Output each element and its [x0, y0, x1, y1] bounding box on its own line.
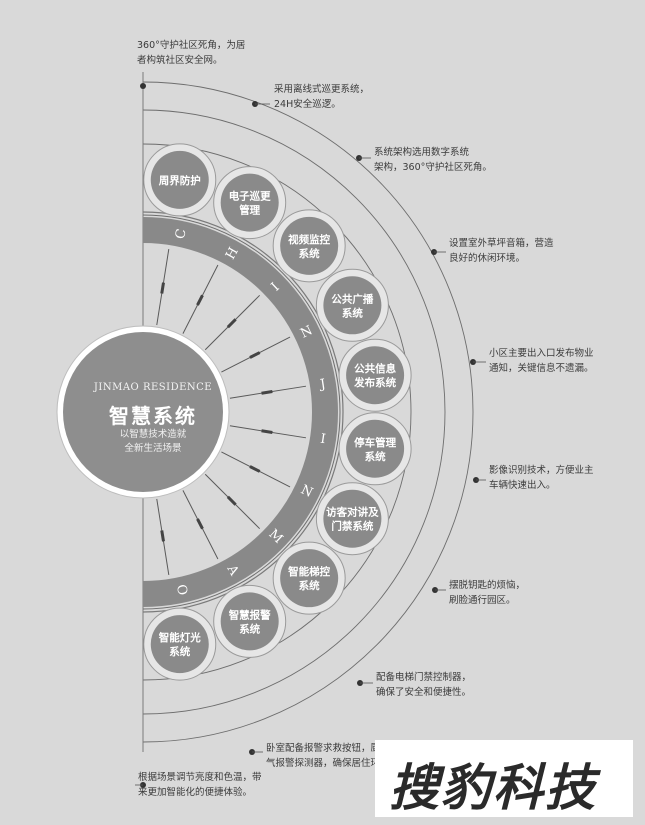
spoke-marker [160, 282, 165, 294]
leader-lines [135, 83, 486, 788]
system-node-label: 系统 [239, 622, 260, 635]
center-circle [56, 325, 230, 499]
system-node-label: 电子巡更 [229, 190, 271, 203]
desc-line: 采用离线式巡更系统， [274, 84, 370, 95]
desc-line: 摆脱钥匙的烦恼， [449, 580, 526, 591]
spoke-marker [261, 390, 273, 395]
system-node-label: 公共信息 [354, 362, 396, 375]
watermark-logo: 搜豹科技 [375, 740, 633, 817]
desc-line: 系统架构选用数字系统 [374, 147, 470, 158]
center-subtitle: JINMAO RESIDENCE [93, 382, 213, 393]
center-desc-line: 全新生活场景 [124, 443, 182, 454]
desc-line: 刷脸通行园区。 [449, 595, 516, 606]
system-node-disc [150, 615, 209, 674]
system-node-label: 视频监控 [288, 233, 330, 246]
system-node-disc [220, 173, 279, 232]
desc-line: 气报警探测器，确保居住环 [266, 758, 381, 769]
system-node-label: 系统 [299, 579, 320, 592]
desc-broadcast: 设置室外草坪音箱，营造 良好的休闲环境。 [449, 236, 554, 266]
desc-line: 架构，360°守护社区死角。 [374, 162, 492, 173]
spoke-marker [226, 495, 237, 506]
system-node-label: 系统 [365, 450, 386, 463]
desc-line: 车辆快速出入。 [489, 480, 556, 491]
desc-parking: 影像识别技术，方便业主 车辆快速出入。 [489, 463, 594, 493]
system-node-label: 管理 [239, 204, 260, 217]
spoke-marker [160, 530, 165, 542]
watermark-text: 搜豹科技 [389, 759, 597, 817]
center-desc-line: 以智慧技术造就 [119, 429, 187, 440]
system-node-label: 访客对讲及 [326, 506, 379, 519]
desc-line: 小区主要出入口发布物业 [489, 348, 594, 359]
desc-alarm: 卧室配备报警求救按钮，厨 气报警探测器，确保居住环 [266, 741, 380, 771]
center-title: 智慧系统 [109, 404, 197, 428]
desc-line: 来更加智能化的便捷体验。 [138, 787, 253, 798]
system-node-disc [346, 346, 405, 405]
desc-info: 小区主要出入口发布物业 通知，关键信息不遗漏。 [489, 346, 594, 376]
desc-line: 者构筑社区安全网。 [137, 55, 223, 66]
spoke-marker [261, 429, 273, 434]
spoke-marker [249, 351, 261, 359]
system-node-label: 智能梯控 [287, 565, 330, 578]
desc-line: 影像识别技术，方便业主 [489, 465, 594, 476]
outer-arc [142, 81, 474, 743]
desc-line: 360°守护社区死角，为居 [137, 40, 246, 51]
desc-line: 通知，关键信息不遗漏。 [489, 363, 594, 374]
desc-line: 设置室外草坪音箱，营造 [449, 238, 554, 249]
system-node-label: 智慧报警 [228, 608, 271, 621]
spoke-marker [196, 518, 204, 530]
system-node-label: 门禁系统 [331, 520, 373, 533]
system-node-label: 智能灯光 [158, 631, 201, 644]
ring-letter: I [319, 432, 326, 448]
spokes [156, 147, 408, 677]
center-label: JINMAO RESIDENCE 智慧系统 以智慧技术造就 全新生活场景 [68, 356, 238, 486]
system-node-disc [323, 276, 382, 335]
spoke-marker [196, 294, 204, 306]
desc-lighting: 根据场景调节亮度和色温，带 来更加智能化的便捷体验。 [138, 770, 262, 800]
desc-access: 摆脱钥匙的烦恼， 刷脸通行园区。 [449, 578, 525, 608]
desc-line: 24H安全巡逻。 [274, 99, 341, 110]
ring-letter: J [317, 377, 326, 393]
desc-line: 良好的休闲环境。 [449, 253, 526, 264]
system-node-label: 停车管理 [354, 436, 396, 449]
system-node-disc [220, 592, 279, 651]
ring-outer-edge [142, 214, 341, 610]
desc-line: 根据场景调节亮度和色温，带 [138, 772, 262, 783]
system-node-disc [280, 216, 339, 275]
system-node-label: 系统 [169, 645, 190, 658]
desc-patrol: 采用离线式巡更系统， 24H安全巡逻。 [274, 82, 369, 112]
system-node-disc [150, 150, 209, 209]
system-node-label: 周界防护 [159, 174, 201, 187]
system-node-label: 公共广播 [331, 292, 373, 305]
center-description: 以智慧技术造就 全新生活场景 [68, 428, 238, 456]
desc-line: 确保了安全和便捷性。 [376, 687, 472, 698]
center-disc [63, 332, 223, 492]
system-node-label: 系统 [342, 306, 363, 319]
desc-elevator: 配备电梯门禁控制器， 确保了安全和便捷性。 [376, 670, 471, 700]
ring-band [142, 217, 338, 607]
outer-arc [142, 109, 446, 715]
desc-video: 系统架构选用数字系统 架构，360°守护社区死角。 [374, 145, 492, 175]
spoke-marker [249, 465, 261, 473]
system-node-disc [280, 549, 339, 608]
leader-dot [140, 83, 146, 89]
spoke-marker [226, 318, 237, 329]
ring-letter: O [173, 583, 190, 597]
desc-line: 配备电梯门禁控制器， [376, 672, 472, 683]
ring-letter: C [173, 228, 190, 241]
system-node-disc [346, 419, 405, 478]
desc-perimeter: 360°守护社区死角，为居 者构筑社区安全网。 [137, 38, 245, 68]
system-node-label: 系统 [299, 247, 320, 260]
desc-line: 卧室配备报警求救按钮，厨 [266, 743, 381, 754]
system-node-label: 发布系统 [353, 376, 396, 389]
system-nodes: 周界防护电子巡更管理视频监控系统公共广播系统公共信息发布系统停车管理系统访客对讲… [143, 143, 412, 681]
system-node-disc [323, 489, 382, 548]
